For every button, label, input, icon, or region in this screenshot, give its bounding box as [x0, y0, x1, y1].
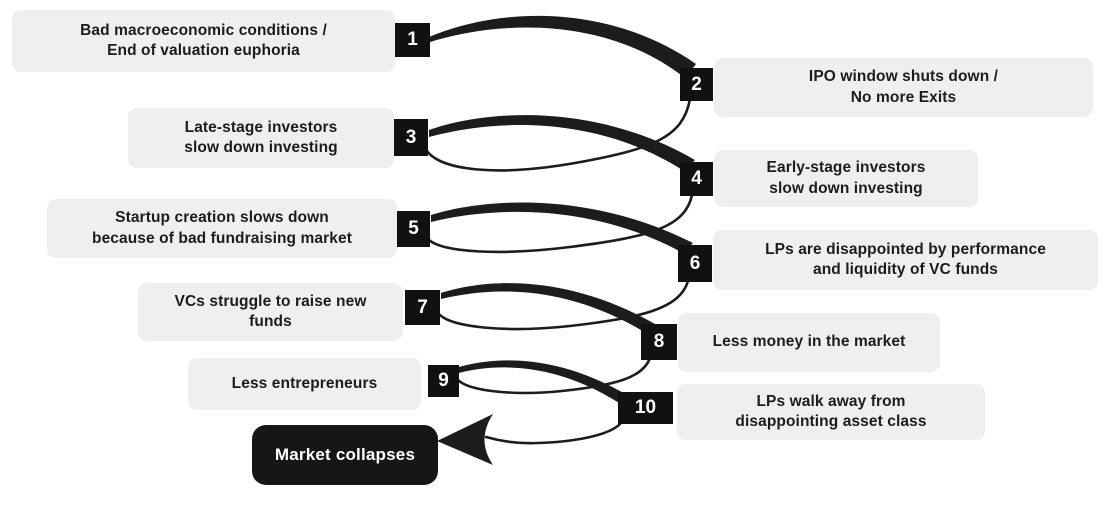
step-box-9: Less entrepreneurs	[188, 358, 421, 410]
step-box-4: Early-stage investors slow down investin…	[714, 150, 978, 207]
spiral-return-4-5	[427, 193, 694, 254]
step-box-10: LPs walk away from disappointing asset c…	[677, 384, 985, 440]
step-box-5: Startup creation slows down because of b…	[47, 199, 397, 258]
step-box-8: Less money in the market	[678, 313, 940, 372]
step-badge-6: 6	[678, 245, 712, 282]
step-box-3: Late-stage investors slow down investing	[128, 108, 394, 168]
spiral-return-2-3	[425, 97, 692, 172]
step-badge-8: 8	[641, 324, 677, 360]
step-box-6: LPs are disappointed by performance and …	[713, 230, 1098, 290]
step-badge-3: 3	[394, 119, 428, 156]
step-badge-9: 9	[428, 365, 459, 397]
final-box-market-collapses: Market collapses	[252, 425, 438, 485]
spiral-return-8-9	[456, 356, 652, 395]
spiral-arc-1-2	[427, 15, 696, 78]
step-box-7: VCs struggle to raise new funds	[138, 283, 403, 341]
step-box-2: IPO window shuts down / No more Exits	[714, 58, 1093, 117]
step-box-1: Bad macroeconomic conditions / End of va…	[12, 10, 395, 72]
spiral-arc-9-10	[459, 360, 627, 403]
step-badge-1: 1	[395, 23, 430, 57]
step-badge-5: 5	[397, 211, 430, 247]
spiral-return-10-end	[484, 422, 622, 445]
spiral-return-6-7	[438, 279, 690, 331]
step-badge-2: 2	[680, 68, 713, 101]
arrowhead-icon	[437, 414, 493, 465]
step-badge-10: 10	[618, 392, 673, 424]
spiral-arc-7-8	[441, 283, 655, 333]
step-badge-4: 4	[680, 162, 713, 196]
spiral-arc-5-6	[431, 202, 693, 253]
step-badge-7: 7	[405, 290, 440, 325]
spiral-arc-3-4	[429, 115, 695, 171]
